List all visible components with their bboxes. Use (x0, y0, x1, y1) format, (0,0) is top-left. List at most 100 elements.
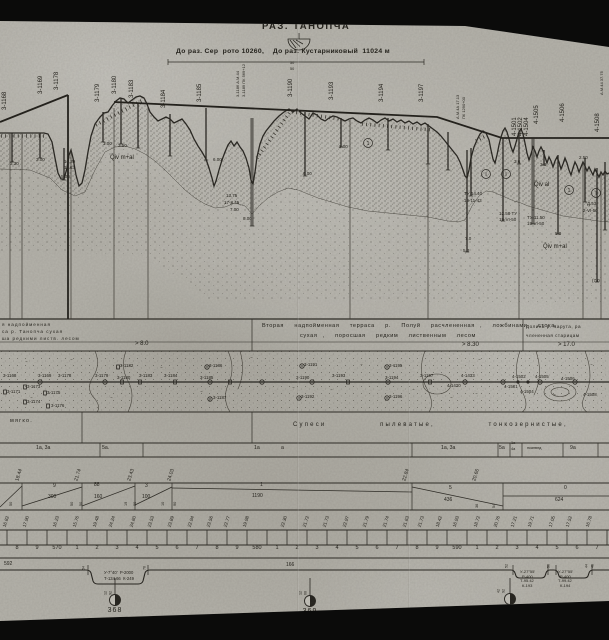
borehole-annotation: 3-1189 ПК 569+12 (241, 63, 246, 97)
soil-category: 9а (570, 445, 576, 451)
plan-borehole-label: 3-1186 (209, 363, 223, 368)
picket-number: 5 (555, 545, 559, 551)
plan-borehole-label: 3-1192 (301, 394, 315, 399)
picket-number: 9 (235, 545, 239, 551)
depth-label: 19-11-43 (464, 198, 482, 203)
gradient-value: 436 (444, 497, 453, 503)
curve-data-2: Р-400 (560, 573, 571, 579)
depth-label: 8.00 (243, 216, 252, 221)
depth-label: 3.50 (118, 143, 127, 148)
depth-label: 5.00 (61, 174, 70, 179)
plan-borehole-label: 3-1173 (27, 384, 41, 389)
gradient-value: 88 (94, 482, 100, 488)
depth-label: 6.00 (303, 171, 312, 176)
borehole-top-label: 3-1193 (329, 81, 335, 100)
picket-number: 2 (95, 545, 99, 551)
plan-distance: 166 (286, 562, 295, 568)
depth-label: 3.00 (36, 157, 45, 162)
picket-number: 4 (535, 545, 539, 551)
borehole-top-label: 3-1179 (95, 83, 101, 102)
picket-number: 580 (252, 545, 262, 551)
plan-borehole-label: 4-1501 (504, 384, 518, 389)
curve-data-2: К-193 (522, 582, 533, 588)
borehole-top-label: 4-1508 (595, 113, 601, 132)
plan-borehole-label: 3-1196 (389, 394, 403, 399)
km-number: 369 (302, 608, 318, 615)
plan-borehole-label: 4-1420 (447, 383, 461, 388)
plan-borehole-label: 4-1506 (561, 376, 575, 381)
plan-borehole-label: 3-1185 (200, 375, 214, 380)
curve-data-1: Т-134.66 К-249 (104, 576, 134, 581)
soil-category: а (281, 445, 284, 451)
curve-data-1: У-7°40' Р-2000 (104, 570, 134, 575)
depth-label: 19-VI-50 (527, 221, 545, 226)
tangent-point-value: 44 (584, 564, 589, 568)
depth-label: ТУ 14.40 (464, 191, 483, 196)
gradient-edge-value: 54 (492, 503, 497, 508)
plan-borehole-label: 4-1505 (535, 374, 549, 379)
soil-category-small: 4а (511, 447, 516, 451)
fraction-mark: 50 (290, 61, 295, 65)
curve-data-2: Р-400 (522, 573, 533, 579)
plan-borehole-label: 3-1191 (304, 362, 318, 367)
plan-borehole-label: 3-1178 (58, 373, 72, 378)
gradient-value: 1190 (252, 493, 263, 499)
picket-number: 3 (515, 545, 519, 551)
curve-data-2: Т-95.42 (520, 578, 534, 583)
depth-label: Д.53 (587, 201, 597, 206)
depth-label: 10.39 (64, 159, 76, 164)
tangent-point-value: 92 (501, 589, 506, 593)
borehole-top-label: 3-1184 (161, 89, 167, 108)
plan-borehole-label: 4-1504 (520, 389, 534, 394)
picket-number: 1 (275, 545, 279, 551)
depth-label: 2.50 (579, 155, 588, 160)
plan-borehole-label: 3-1190 (296, 375, 310, 380)
curve-data-2: Т-99.42 (558, 578, 572, 583)
borehole-annotation: ПК 1290+00 (461, 97, 466, 119)
depth-label: ТУ 11.50 (527, 215, 545, 220)
terrace-depth-value: > 17.0 (558, 342, 575, 348)
tilde-mark: ~ (360, 362, 363, 367)
depth-label: (7.0 (592, 278, 600, 283)
gradient-value: 300 (48, 494, 57, 500)
terrace-description-left: са р. Танопча сухая (2, 329, 64, 334)
picket-number: 8 (15, 545, 19, 551)
borehole-top-label: 3-1197 (419, 83, 425, 102)
gradient-edge-value: 90 (133, 501, 138, 506)
picket-number: 7 (595, 545, 599, 551)
geology-label: Q̄iv m+al (543, 244, 567, 250)
picket-number: 6 (375, 545, 379, 551)
tilde-mark: ~ (110, 395, 113, 400)
gradient-edge-value: 50 (79, 501, 84, 506)
soil-text-main: Супеси пылеватые, тонкозернистые, влажн (293, 422, 568, 428)
terrace-description-middle: Вторая надпойменная терраса р. Полуй рас… (262, 323, 558, 329)
plan-borehole-label: 3-1168 (3, 373, 17, 378)
tangent-point-value: 92 (108, 591, 113, 595)
terrace-description-left: я надпойменная (2, 322, 51, 327)
picket-number: 8 (215, 545, 219, 551)
plan-borehole-label: 3-1182 (120, 363, 134, 368)
tilde-mark: ~ (478, 357, 481, 362)
tangent-point-value: 50 (546, 564, 551, 568)
plan-borehole-label: 3-1194 (385, 375, 399, 380)
borehole-top-label: 4-1506 (560, 103, 566, 122)
page-title: РАЗ. ТАНОПЧА (262, 21, 351, 32)
picket-number: 4 (135, 545, 139, 551)
curve-data-2: У-27°55' (558, 569, 574, 574)
depth-label: 17-8.45 (224, 200, 240, 205)
picket-number: 5 (155, 545, 159, 551)
picket-number: 1 (75, 545, 79, 551)
tilde-mark: ~ (330, 387, 333, 392)
picket-number: 6 (175, 545, 179, 551)
tilde-mark: ~ (450, 395, 453, 400)
tilde-mark: ~ (160, 365, 163, 370)
gradient-edge-value: 36 (475, 503, 480, 508)
tilde-mark: ~ (412, 387, 415, 392)
soil-category: 5а. (102, 445, 110, 451)
tilde-mark: ~ (250, 355, 253, 360)
borehole-top-label: 3-1169 (38, 75, 44, 94)
plan-borehole-label: 3-1183 (139, 373, 153, 378)
soil-category-small: 1а (511, 441, 516, 445)
